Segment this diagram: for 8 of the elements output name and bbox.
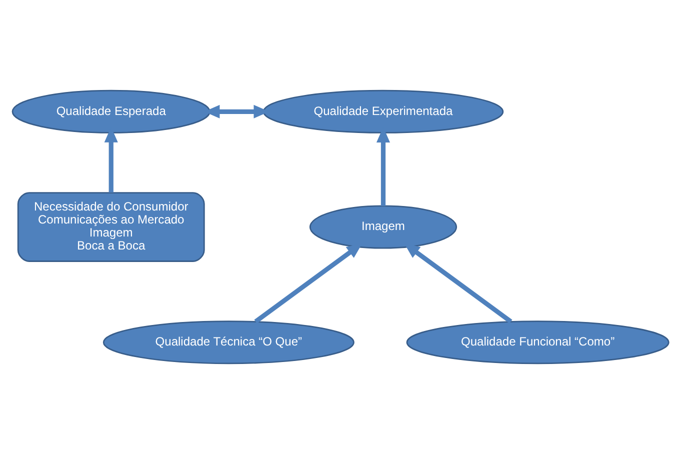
node-ellipse: Qualidade Esperada xyxy=(12,90,210,134)
arrow xyxy=(254,243,362,324)
node-ellipse: Qualidade Funcional “Como” xyxy=(406,320,670,364)
node-ellipse: Imagem xyxy=(309,205,458,249)
arrow xyxy=(404,243,512,324)
node-ellipse: Qualidade Técnica “O Que” xyxy=(102,320,354,364)
node-ellipse: Qualidade Experimentada xyxy=(262,90,504,134)
node-box: Necessidade do Consumidor Comunicações ao Mercado Imagem Boca a Boca xyxy=(17,192,205,262)
